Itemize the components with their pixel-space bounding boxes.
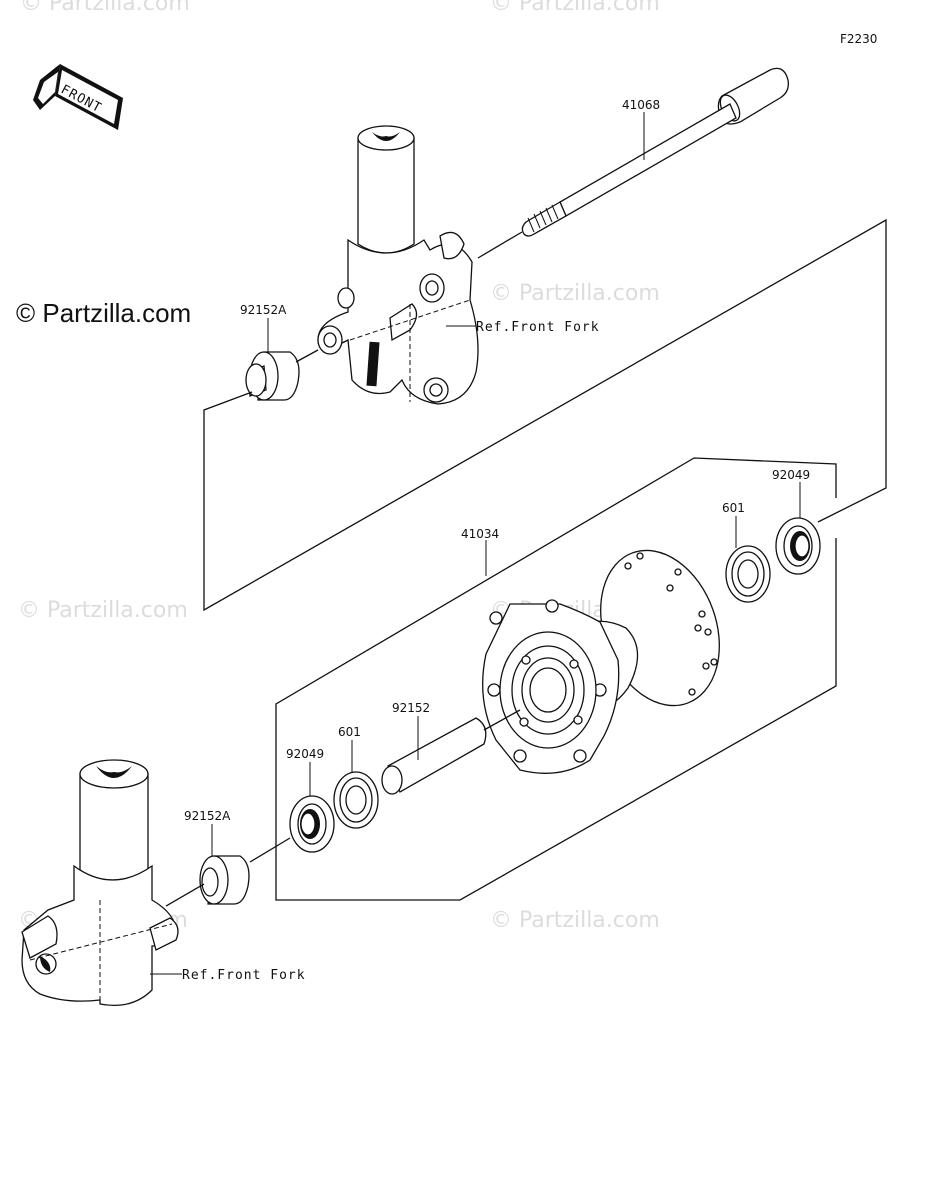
label-92152: 92152 — [392, 701, 430, 715]
group-outline-hub — [275, 457, 837, 901]
seal-92049-left — [289, 795, 335, 853]
label-92049-left: 92049 — [286, 747, 324, 761]
axle — [477, 67, 789, 259]
front-fork-bottom — [21, 759, 179, 1007]
label-92049-right: 92049 — [772, 468, 810, 482]
group-outline-outer — [203, 218, 887, 612]
watermark-4: © Partzilla.com — [18, 598, 188, 623]
spacer-92152 — [381, 709, 521, 795]
front-fork-top — [317, 125, 479, 405]
collar-92152a-top — [245, 349, 319, 401]
front-arrow-icon: FRONT — [33, 64, 123, 130]
seal-92049-right — [775, 517, 821, 575]
bearing-601-right — [725, 545, 771, 603]
label-41034: 41034 — [461, 527, 499, 541]
label-92152a-top: 92152A — [240, 303, 287, 317]
label-92152a-bottom: 92152A — [184, 809, 231, 823]
label-ref-fork-bottom: Ref.Front Fork — [182, 968, 306, 983]
copyright-text: © Partzilla.com — [16, 298, 191, 328]
label-ref-fork-top: Ref.Front Fork — [476, 320, 600, 335]
collar-92152a-bottom — [165, 837, 291, 907]
watermark-1: © Partzilla.com — [20, 0, 190, 16]
bearing-601-left — [333, 771, 379, 829]
watermark-3: © Partzilla.com — [490, 281, 660, 306]
label-601-left: 601 — [338, 725, 361, 739]
watermark-2: © Partzilla.com — [490, 0, 660, 16]
label-41068: 41068 — [622, 98, 660, 112]
label-601-right: 601 — [722, 501, 745, 515]
wheel-hub — [482, 549, 720, 774]
diagram-code: F2230 — [840, 32, 877, 46]
watermark-7: © Partzilla.com — [490, 908, 660, 933]
